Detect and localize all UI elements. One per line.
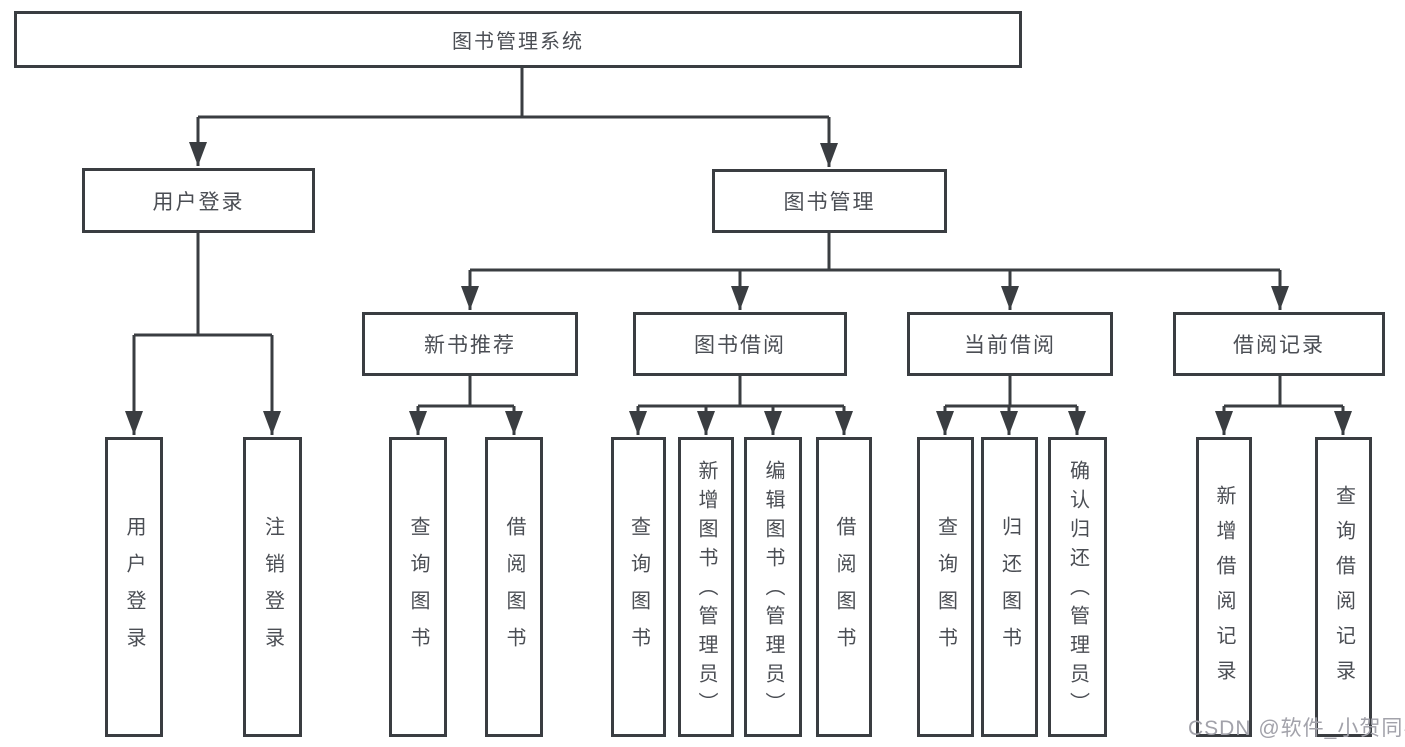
leaf-confirm-return-admin: 确认归还（管理员） bbox=[1048, 437, 1107, 737]
leaf-return-books: 归还图书 bbox=[981, 437, 1038, 737]
node-library-management-system: 图书管理系统 bbox=[14, 11, 1022, 68]
leaf-logout: 注销登录 bbox=[243, 437, 302, 737]
leaf-user-login: 用户登录 bbox=[105, 437, 163, 737]
node-user-login-branch: 用户登录 bbox=[82, 168, 315, 233]
leaf-add-borrow-record: 新增借阅记录 bbox=[1196, 437, 1252, 737]
node-book-management-branch: 图书管理 bbox=[712, 169, 947, 233]
leaf-add-books-admin: 新增图书（管理员） bbox=[678, 437, 734, 737]
csdn-watermark: CSDN @软件_小贺同学 bbox=[1188, 717, 1405, 740]
leaf-borrow-books: 借阅图书 bbox=[816, 437, 872, 737]
node-new-book-recommendation: 新书推荐 bbox=[362, 312, 578, 376]
leaf-query-books-current: 查询图书 bbox=[917, 437, 974, 737]
leaf-borrow-books-recommend: 借阅图书 bbox=[485, 437, 543, 737]
node-book-borrowing: 图书借阅 bbox=[633, 312, 847, 376]
leaf-query-books-recommend: 查询图书 bbox=[389, 437, 447, 737]
leaf-query-borrow-record: 查询借阅记录 bbox=[1315, 437, 1372, 737]
node-current-borrowing: 当前借阅 bbox=[907, 312, 1113, 376]
leaf-query-books-borrowing: 查询图书 bbox=[611, 437, 666, 737]
node-borrowing-records: 借阅记录 bbox=[1173, 312, 1385, 376]
leaf-edit-books-admin: 编辑图书（管理员） bbox=[744, 437, 802, 737]
